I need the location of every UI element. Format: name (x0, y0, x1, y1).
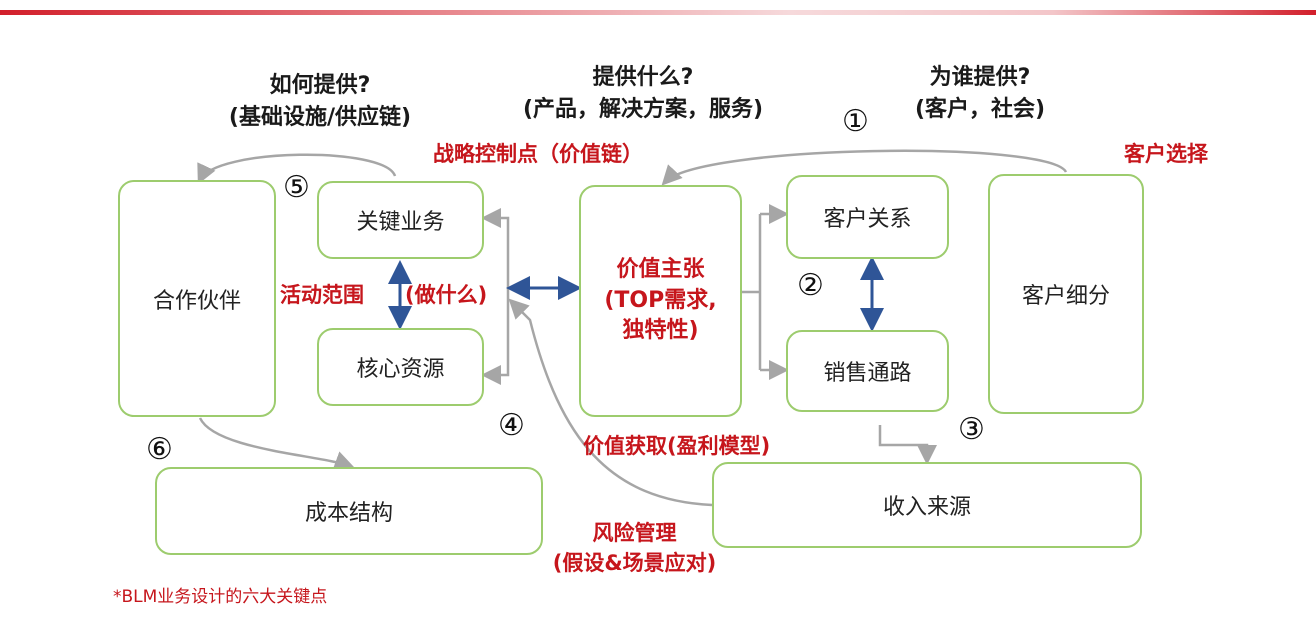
arrow-channels-to-revenue (878, 425, 937, 465)
key-resources-box: 核心资源 (317, 328, 484, 406)
partners-label: 合作伙伴 (152, 288, 241, 314)
risk-management-sub: (假设&场景应对) (552, 551, 717, 575)
question-what: 提供什么? (产品，解决方案，服务) (478, 62, 808, 126)
value-proposition-line3: 独特性) (622, 318, 699, 344)
question-who: 为谁提供? (客户，社会) (880, 62, 1080, 126)
key-resources-label: 核心资源 (356, 357, 445, 382)
value-proposition-line2: (TOP需求, (604, 287, 717, 313)
bracket-activities-resources (484, 216, 510, 377)
key-activities-label: 关键业务 (356, 210, 445, 235)
step-number-4: ④ (498, 408, 525, 443)
risk-management-title: 风险管理 (592, 521, 677, 545)
step-number-6: ⑥ (146, 432, 173, 467)
what-to-do-label: (做什么) (405, 283, 488, 307)
channels-box: 销售通路 (786, 330, 949, 412)
step-number-1: ① (842, 104, 869, 139)
partners-box: 合作伙伴 (118, 180, 276, 417)
value-proposition-box: 价值主张 (TOP需求, 独特性) (579, 185, 742, 417)
revenue-streams-box: 收入来源 (712, 462, 1142, 548)
bracket-value-to-customer (742, 214, 762, 370)
step-number-5: ⑤ (283, 170, 310, 205)
header-accent-bar (0, 10, 1316, 15)
revenue-streams-label: 收入来源 (882, 495, 971, 520)
footnote: *BLM业务设计的六大关键点 (113, 587, 328, 607)
customer-relationship-label: 客户关系 (823, 207, 912, 232)
question-how-title: 如何提供? (269, 73, 371, 98)
strategic-control-label: 战略控制点（价值链） (433, 142, 643, 166)
risk-management-label: 风险管理 (假设&场景应对) (527, 518, 742, 578)
step-number-3: ③ (958, 412, 985, 447)
question-who-sub: (客户，社会) (914, 97, 1046, 122)
customer-segments-label: 客户细分 (1021, 284, 1110, 309)
key-activities-box: 关键业务 (317, 181, 484, 259)
customer-relationship-box: 客户关系 (786, 175, 949, 259)
question-how: 如何提供? (基础设施/供应链) (195, 70, 445, 134)
arc-customer-to-value (661, 149, 1068, 186)
question-how-sub: (基础设施/供应链) (228, 105, 412, 130)
cost-structure-label: 成本结构 (304, 501, 393, 526)
channels-label: 销售通路 (823, 361, 912, 386)
value-proposition-line1: 价值主张 (616, 256, 705, 282)
step-number-2: ② (797, 268, 824, 303)
customer-segments-box: 客户细分 (988, 174, 1144, 414)
arc-activities-to-partners (197, 153, 397, 185)
question-what-title: 提供什么? (592, 65, 694, 90)
value-capture-label: 价值获取(盈利模型) (583, 434, 771, 458)
activity-scope-label: 活动范围 (280, 283, 364, 307)
cost-structure-box: 成本结构 (155, 467, 543, 555)
question-who-title: 为谁提供? (929, 65, 1031, 90)
question-what-sub: (产品，解决方案，服务) (522, 97, 764, 122)
arc-revenue-to-value (508, 298, 713, 507)
arc-partners-to-cost (198, 417, 355, 471)
customer-selection-label: 客户选择 (1124, 142, 1208, 166)
